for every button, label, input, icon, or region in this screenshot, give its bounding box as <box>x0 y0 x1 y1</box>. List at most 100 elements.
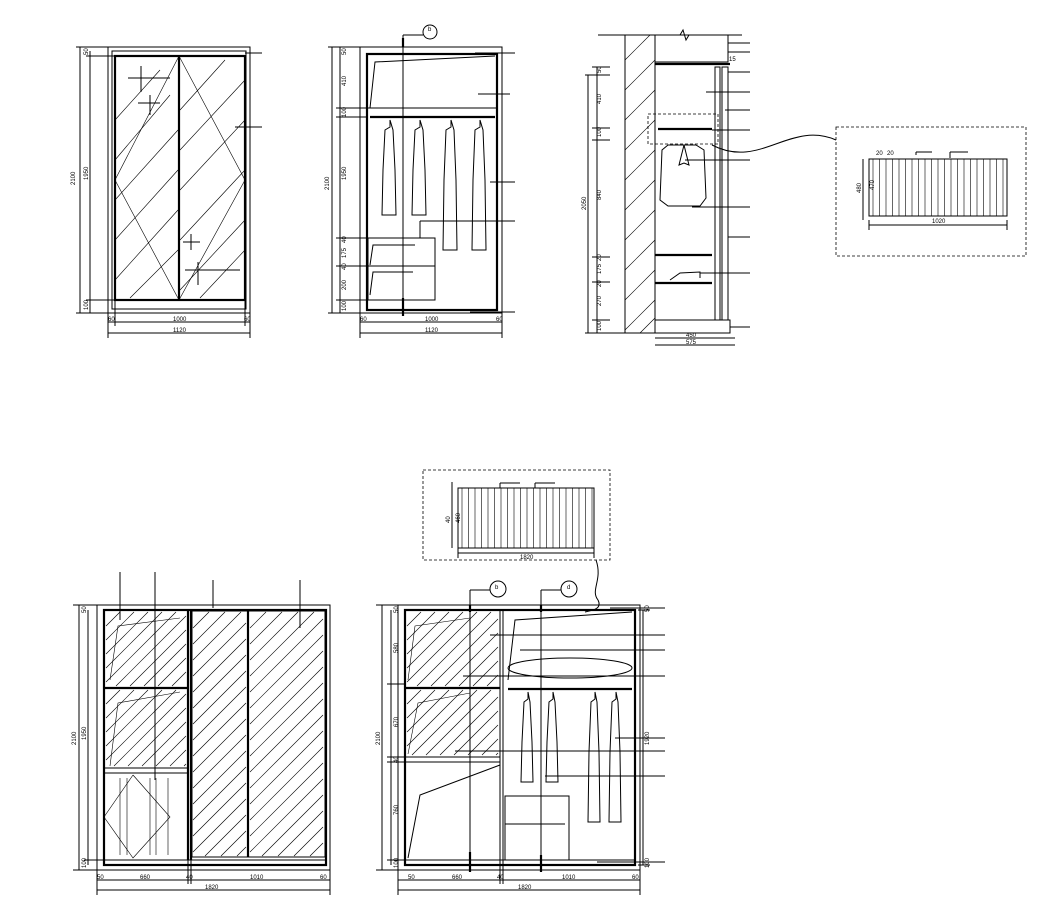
glass-hatch <box>115 615 187 687</box>
glass-hatch <box>192 686 247 741</box>
dim-width: 1820 <box>520 555 534 561</box>
dim-right: 1920 <box>645 731 651 745</box>
glass-hatch <box>192 702 247 757</box>
glass-hatch <box>249 618 324 693</box>
glass-hatch <box>169 749 187 767</box>
glass-hatch <box>293 826 324 857</box>
glass-hatch <box>495 752 499 756</box>
section-marker <box>422 24 438 40</box>
dim-right-base: 100 <box>645 857 651 868</box>
hanging-clothes <box>520 691 622 823</box>
dim: 480 <box>857 182 863 193</box>
dim: 50 <box>597 66 603 73</box>
dim: 50 <box>394 606 400 613</box>
dim-right: 60 <box>496 317 503 323</box>
dim-width: 1020 <box>932 219 946 225</box>
glass-hatch <box>105 689 121 705</box>
section-tag: d <box>567 585 570 591</box>
glass-hatch <box>171 671 187 687</box>
hanging-clothes <box>381 119 487 251</box>
glass-hatch <box>249 746 324 821</box>
dim: 100 <box>597 126 603 137</box>
dim: 20 <box>876 151 883 157</box>
dim-total-height: 2100 <box>72 731 78 745</box>
glass-hatch <box>236 846 247 857</box>
glass-hatch <box>129 629 187 687</box>
glass-hatch <box>127 707 187 767</box>
glass-hatch <box>192 782 247 837</box>
glass-hatch <box>113 693 187 767</box>
glass-hatch <box>406 689 464 747</box>
dim: 270 <box>597 295 603 306</box>
dim: 40 <box>446 516 452 523</box>
dim-shelf: 40 <box>342 236 348 243</box>
glass-hatch <box>143 643 187 687</box>
glass-hatch <box>444 632 499 687</box>
dim-top: 50 <box>84 48 90 55</box>
glass-hatch <box>481 738 499 756</box>
glass-hatch <box>425 689 492 756</box>
glass-hatch <box>249 730 324 805</box>
glass-hatch <box>249 634 324 709</box>
dim-shelf2: 40 <box>342 263 348 270</box>
glass-hatch <box>249 682 324 757</box>
glass-hatch <box>192 750 247 805</box>
glass-hatch <box>155 735 187 767</box>
dim: 50 <box>97 875 104 881</box>
glass-hatch <box>249 714 324 789</box>
glass-hatch <box>249 611 267 629</box>
dim: 100 <box>597 320 603 331</box>
glass-hatch <box>249 611 299 661</box>
dim: 760 <box>394 804 400 815</box>
elevation-f-doors: 2100 1950 50 100 50 660 40 1010 60 1820 <box>72 572 331 895</box>
glass-hatch <box>406 689 450 733</box>
dim: 60 <box>320 875 327 881</box>
glass-hatch <box>192 670 247 725</box>
glass-hatch <box>105 611 149 655</box>
glass-hatch <box>105 689 177 761</box>
glass-hatch <box>406 611 422 627</box>
glass-hatch <box>105 689 135 719</box>
glass-hatch <box>192 654 247 709</box>
elevation-g-interior: b d 2100 50 580 670 40 760 100 1920 50 1… <box>376 580 665 895</box>
dim-total-height: 2100 <box>325 176 331 190</box>
glass-hatch <box>406 689 422 705</box>
dim-total-height: 2100 <box>71 171 77 185</box>
glass-hatch <box>220 830 247 857</box>
dim-total-depth: 575 <box>686 340 697 346</box>
glass-hatch <box>406 611 450 655</box>
dim-depth: 450 <box>686 333 697 339</box>
dim: 20 <box>887 151 894 157</box>
section-tag: b <box>428 27 432 33</box>
dim-top: 50 <box>342 48 348 55</box>
glass-hatch <box>192 798 247 853</box>
glass-hatch <box>309 842 324 857</box>
dim: 60 <box>632 875 639 881</box>
dim-total-height: 2100 <box>376 731 382 745</box>
glass-hatch <box>249 778 324 853</box>
dim-right: 60 <box>244 317 251 323</box>
glass-hatch <box>192 638 247 693</box>
dim: 40 <box>186 875 193 881</box>
glass-hatch <box>249 762 324 837</box>
glass-hatch <box>105 611 177 683</box>
glass-hatch <box>249 698 324 773</box>
detail-e-louver: 40 460 1820 <box>422 469 611 613</box>
glass-hatch <box>430 618 499 687</box>
glass-hatch <box>467 724 499 756</box>
dim: 50 <box>408 875 415 881</box>
section-tag: b <box>495 585 499 591</box>
glass-hatch <box>204 814 247 857</box>
dim: 20 <box>597 280 603 287</box>
glass-hatch <box>249 666 324 741</box>
glass-hatch <box>105 689 149 733</box>
glass-hatch <box>411 689 478 756</box>
dim-total-width: 1120 <box>173 328 187 334</box>
section-marker-d <box>560 580 578 598</box>
dim-top: 50 <box>82 606 88 613</box>
dim: 660 <box>140 875 151 881</box>
dim-hanging: 1950 <box>342 166 348 180</box>
glass-hatch <box>249 650 324 725</box>
glass-hatch <box>406 611 478 683</box>
